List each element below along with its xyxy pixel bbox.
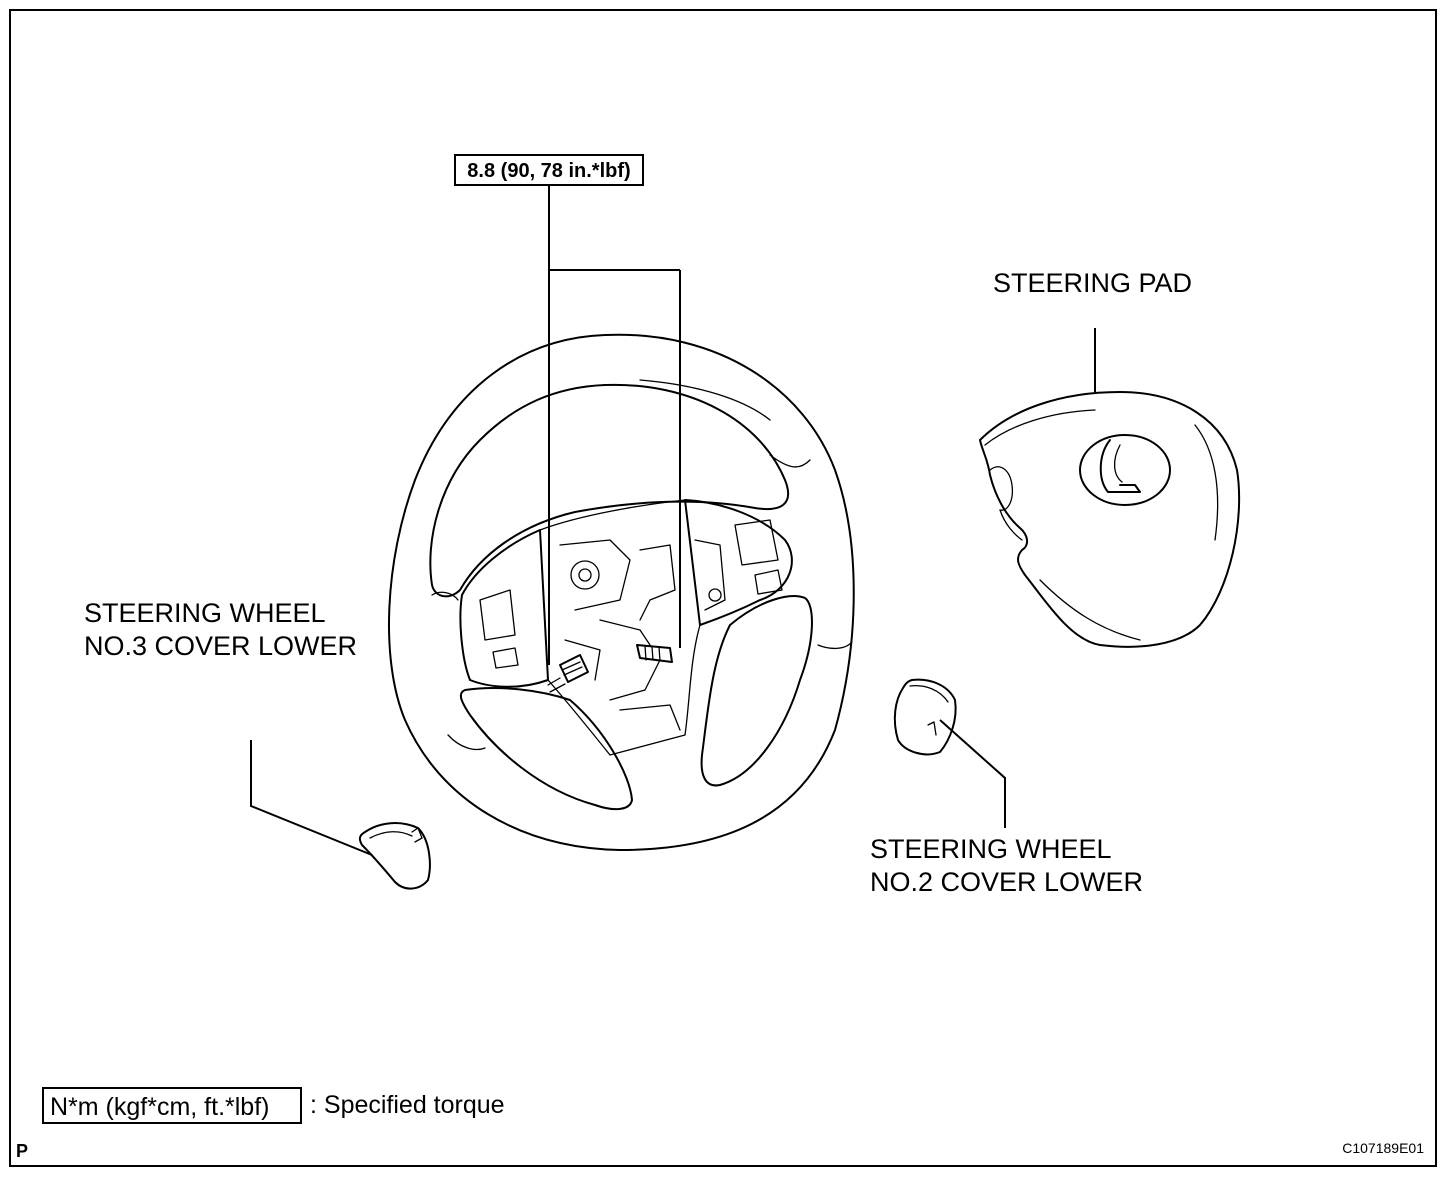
legend-unit-box xyxy=(42,1087,302,1124)
label-cover3-line2: NO.3 COVER LOWER xyxy=(84,631,357,661)
cover-no3-lower xyxy=(358,822,431,890)
label-cover2-line2: NO.2 COVER LOWER xyxy=(870,867,1143,897)
label-steering-pad: STEERING PAD xyxy=(993,268,1192,298)
torque-legend: N*m (kgf*cm, ft.*lbf) : Specified torque xyxy=(42,1087,505,1124)
torque-leader-lines xyxy=(548,185,681,665)
torque-callout: 8.8 (90, 78 in.*lbf) xyxy=(454,154,644,186)
right-bolt xyxy=(636,644,673,663)
torque-callout-box xyxy=(454,154,644,186)
corner-mark: P xyxy=(16,1141,28,1161)
steering-pad xyxy=(979,391,1241,648)
cover-no2-lower xyxy=(893,678,957,756)
cover-no3-leader xyxy=(250,740,373,856)
label-cover2-line1: STEERING WHEEL xyxy=(870,834,1112,864)
left-bolt xyxy=(547,654,589,693)
steering-wheel xyxy=(387,333,855,851)
cover-no2-leader xyxy=(939,719,1006,828)
legend-description: : Specified torque xyxy=(310,1091,505,1119)
torque-callout-text: 8.8 (90, 78 in.*lbf) xyxy=(467,160,630,182)
legend-unit-text: N*m (kgf*cm, ft.*lbf) xyxy=(50,1093,269,1121)
label-cover3-line1: STEERING WHEEL xyxy=(84,598,326,628)
diagram-frame xyxy=(9,9,1437,1167)
lexus-emblem-icon xyxy=(1079,434,1171,506)
figure-id: C107189E01 xyxy=(1342,1140,1424,1156)
